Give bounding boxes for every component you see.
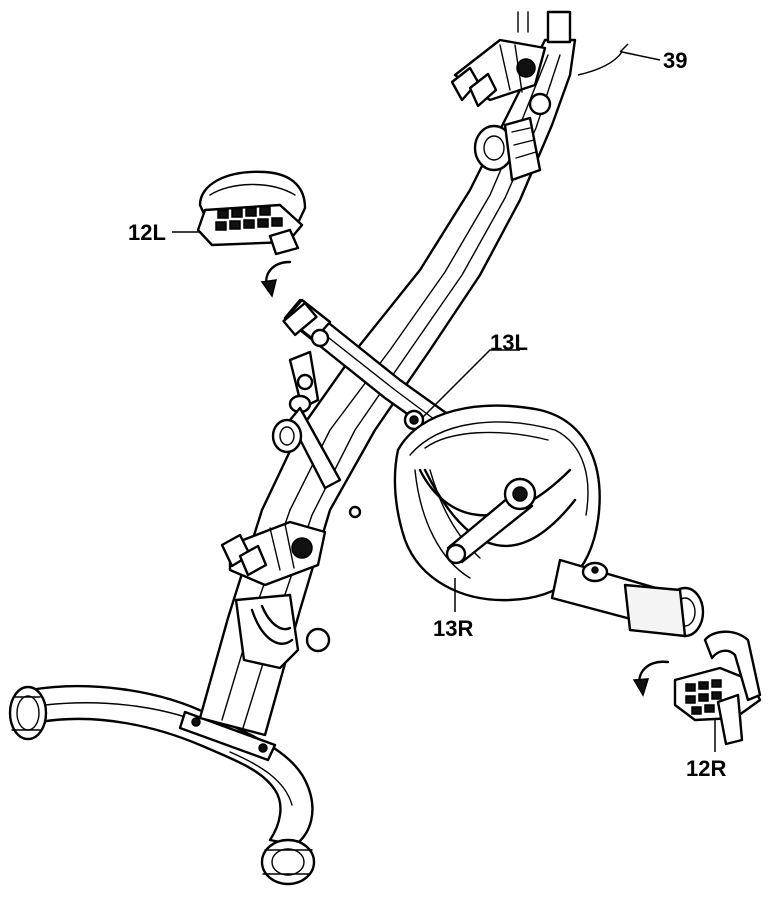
- callout-12R: 12R: [686, 756, 726, 781]
- seat-adjust-lever: [271, 350, 342, 490]
- callout-12L: 12L: [128, 220, 166, 245]
- left-pedal-tread: [215, 206, 283, 231]
- upper-folded-pedal: [450, 38, 547, 108]
- base-stabilizer: [8, 685, 316, 886]
- pedal-left: [196, 170, 307, 298]
- lower-front-pedal: [220, 520, 327, 587]
- flywheel-housing: [393, 404, 601, 602]
- callout-13L: 13L: [490, 330, 528, 355]
- rear-stabilizer-tube: [550, 558, 705, 638]
- frame-adjust-knob: [473, 92, 552, 182]
- right-pedal-tread: [685, 679, 722, 715]
- callout-39: 39: [663, 48, 687, 73]
- callout-13R: 13R: [433, 616, 473, 641]
- callout-leaders: [172, 43, 716, 752]
- lower-tension-strap: [234, 505, 362, 670]
- pedal-right: [632, 630, 762, 746]
